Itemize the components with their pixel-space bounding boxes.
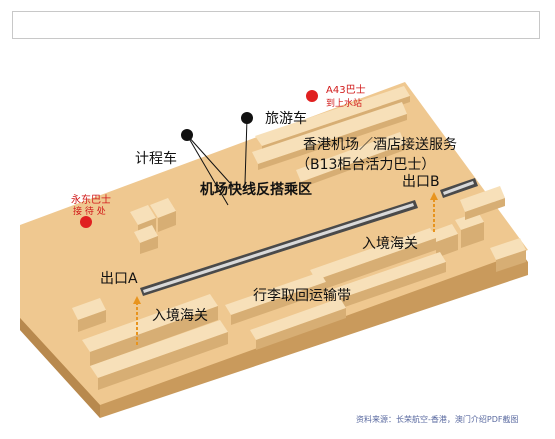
top-banner-frame [12, 11, 540, 39]
airport-express-label: 机场快线反搭乘区 [200, 182, 312, 198]
pin-icon [181, 129, 193, 141]
customs-counters-right [310, 228, 446, 310]
pin-icon [241, 112, 253, 124]
customs-right-label: 入境海关 [362, 236, 418, 252]
tour-bus-label: 旅游车 [265, 111, 307, 127]
exit-a-label: 出口A [100, 271, 138, 287]
walkway[interactable] [140, 178, 478, 296]
pin-markers [181, 112, 253, 206]
a43-destination-label: 到上水站 [326, 99, 363, 109]
exit-a-block [72, 298, 106, 332]
yongdong-office-label: 接 待 处 [73, 207, 106, 217]
circle-marker-icon [80, 216, 92, 228]
a43-bus-label: A43巴士 [326, 85, 366, 96]
hotel-service-label: 香港机场／酒店接送服务 [303, 137, 457, 153]
left-blocks [130, 198, 176, 254]
customs-counters-left [82, 294, 228, 390]
source-caption: 资料来源：长荣航空-香港，澳门介绍PDF截图 [356, 415, 519, 424]
right-blocks [430, 186, 526, 272]
yongdong-bus-label: 永东巴士 [71, 195, 111, 206]
customs-left-label: 入境海关 [152, 308, 208, 324]
curbside-strips [252, 86, 410, 188]
taxi-label: 计程车 [135, 151, 177, 167]
circle-marker-icon [306, 90, 318, 102]
exit-b-label: 出口B [402, 174, 440, 190]
red-markers [80, 90, 318, 228]
hotel-service-counter-label: （B13柜台活力巴士） [296, 157, 436, 173]
exit-direction-arrows [133, 192, 438, 345]
baggage-area-blocks [225, 272, 346, 350]
baggage-belt-label: 行李取回运输带 [253, 288, 351, 304]
